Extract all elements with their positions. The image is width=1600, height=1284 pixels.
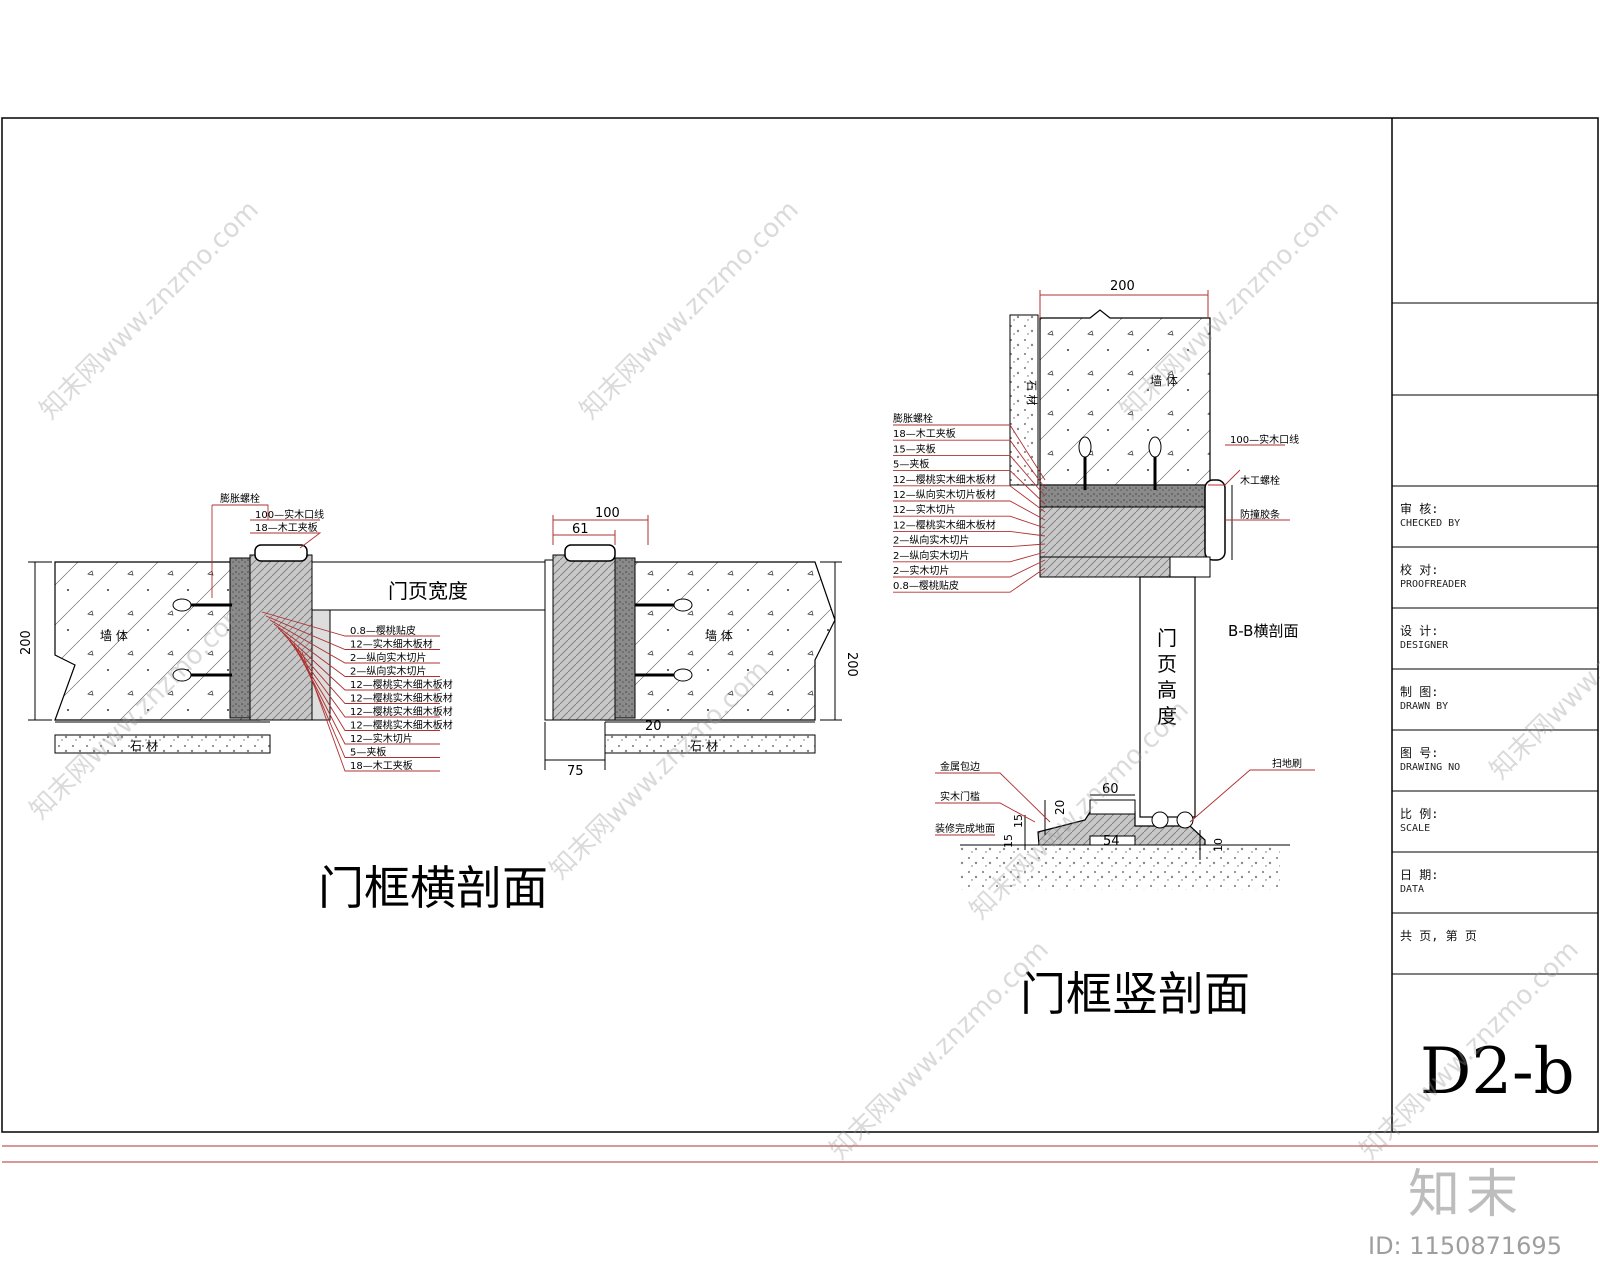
horizontal-section-title: 门框横剖面: [318, 861, 548, 915]
callout-right-label: 12—樱桃实木细木板材: [350, 719, 453, 732]
title-block-label: 校 对:: [1400, 563, 1439, 577]
callout-left-label: 2—纵向实木切片: [893, 534, 969, 547]
callout-right-label: 2—纵向实木切片: [350, 651, 426, 664]
callout-right-label: 12—实木细木板材: [350, 638, 433, 651]
callout-left-label: 12—实木切片: [893, 503, 956, 516]
callout-left-label: 膨胀螺栓: [893, 412, 933, 425]
label-metal-edge: 金属包边: [940, 760, 980, 773]
callout-right-label: 0.8—樱桃贴皮: [350, 624, 416, 637]
wall-label-right: 墙 体: [705, 629, 733, 643]
callout-right-label: 18—木工夹板: [350, 759, 413, 772]
callout-leader: [893, 551, 1046, 563]
dim-h15b: 15: [1002, 834, 1015, 848]
label-sweep: 扫地刷: [1272, 757, 1302, 770]
dim-h10: 10: [1212, 838, 1225, 852]
callout-left-label: 2—实木切片: [893, 564, 949, 577]
callout-leader: [893, 567, 1046, 593]
callout-top-0: 膨胀螺栓: [220, 492, 260, 505]
dim-sill-54: 54: [1103, 834, 1120, 849]
callout-left-label: 15—夹板: [893, 442, 936, 455]
callout-top-1: 100—实木口线: [255, 508, 324, 521]
dim-top-width: 200: [1110, 279, 1135, 294]
dim-height-right: 200: [844, 652, 859, 677]
callout-right-2: 防撞胶条: [1240, 508, 1280, 521]
title-block-label: 比 例:: [1400, 807, 1439, 821]
watermark-brand: 知末: [1408, 1165, 1525, 1225]
title-block-label: 图 号:: [1400, 746, 1439, 760]
callout-left-label: 18—木工夹板: [893, 427, 956, 440]
callout-left-label: 0.8—樱桃贴皮: [893, 579, 959, 592]
callout-leader: [893, 543, 1046, 548]
title-block-sublabel: DATA: [1400, 884, 1425, 895]
callout-right-label: 12—樱桃实木细木板材: [350, 678, 453, 691]
dim-bottom-b: 20: [645, 719, 662, 734]
callout-left-label: 12—纵向实木切片板材: [893, 488, 996, 501]
callout-leader: [269, 619, 440, 664]
title-block-sublabel: DRAWING NO: [1400, 762, 1461, 773]
title-block-sublabel: DESIGNER: [1400, 640, 1449, 651]
callout-right-label: 12—樱桃实木细木板材: [350, 705, 453, 718]
callout-leader: [893, 559, 1046, 578]
callout-right-1: 木工螺栓: [1240, 474, 1280, 487]
vertical-section-title: 门框竖剖面: [1020, 967, 1250, 1021]
stone-label-vertical: 石 材: [1025, 380, 1039, 406]
callout-leader: [893, 515, 1046, 529]
callout-left-label: 12—樱桃实木细木板材: [893, 518, 996, 531]
callout-left-label: 5—夹板: [893, 458, 929, 471]
callout-right-label: 12—樱桃实木细木板材: [350, 692, 453, 705]
title-block-sublabel: CHECKED BY: [1400, 518, 1461, 529]
stone-label-right: 石 材: [690, 739, 718, 753]
callout-left-label: 12—樱桃实木细木板材: [893, 473, 996, 486]
title-block-label: 设 计:: [1400, 624, 1439, 638]
label-threshold: 实木门槛: [940, 790, 980, 803]
callout-right-label: 2—纵向实木切片: [350, 665, 426, 678]
wall-label-vertical: 墙 体: [1150, 374, 1178, 388]
title-block-label: 制 图:: [1400, 685, 1439, 699]
wall-label-left: 墙 体: [100, 629, 128, 643]
dim-height-left: 200: [19, 630, 34, 655]
title-block-sublabel: PROOFREADER: [1400, 579, 1467, 590]
stone-label-left: 石 材: [130, 739, 158, 753]
callout-leader: [893, 500, 1046, 521]
callout-leader: [265, 615, 440, 650]
dim-bottom-a: 75: [567, 764, 584, 779]
callout-leader: [273, 623, 440, 677]
callout-left-label: 2—纵向实木切片: [893, 549, 969, 562]
callout-leader: [893, 485, 1046, 513]
callout-leader: [893, 530, 1046, 537]
callout-leader: [301, 651, 440, 772]
callout-right-0: 100—实木口线: [1230, 433, 1299, 446]
callout-right-label: 12—实木切片: [350, 732, 413, 745]
dim-frame-width: 100: [595, 506, 620, 521]
title-block-label: 日 期:: [1400, 868, 1439, 882]
callout-leader: [893, 424, 1046, 481]
dim-frame-inner: 61: [572, 522, 589, 537]
callout-leader: [261, 611, 440, 637]
callout-leader: [893, 470, 1046, 505]
section-label: B-B横剖面: [1228, 622, 1298, 640]
title-block-label: 审 核:: [1400, 502, 1439, 516]
label-floor-note: 装修完成地面: [935, 822, 995, 835]
door-height-label: 门页高度: [1157, 626, 1177, 728]
callout-top-2: 18—木工夹板: [255, 521, 318, 534]
dim-h20: 20: [1053, 800, 1067, 815]
title-block-label: 共 页, 第 页: [1400, 929, 1477, 943]
title-block-sublabel: DRAWN BY: [1400, 701, 1449, 712]
drawing-number: D2-b: [1420, 1035, 1575, 1109]
dim-h15a: 15: [1012, 814, 1025, 828]
callout-leader: [893, 439, 1046, 489]
door-width-label: 门页宽度: [388, 579, 468, 603]
callout-leader: [893, 454, 1046, 497]
dim-sill-60: 60: [1102, 782, 1119, 797]
title-block-sublabel: SCALE: [1400, 823, 1431, 834]
callout-right-label: 5—夹板: [350, 746, 386, 759]
callout-leader: [277, 627, 440, 691]
watermark-id: ID: 1150871695: [1368, 1232, 1562, 1260]
